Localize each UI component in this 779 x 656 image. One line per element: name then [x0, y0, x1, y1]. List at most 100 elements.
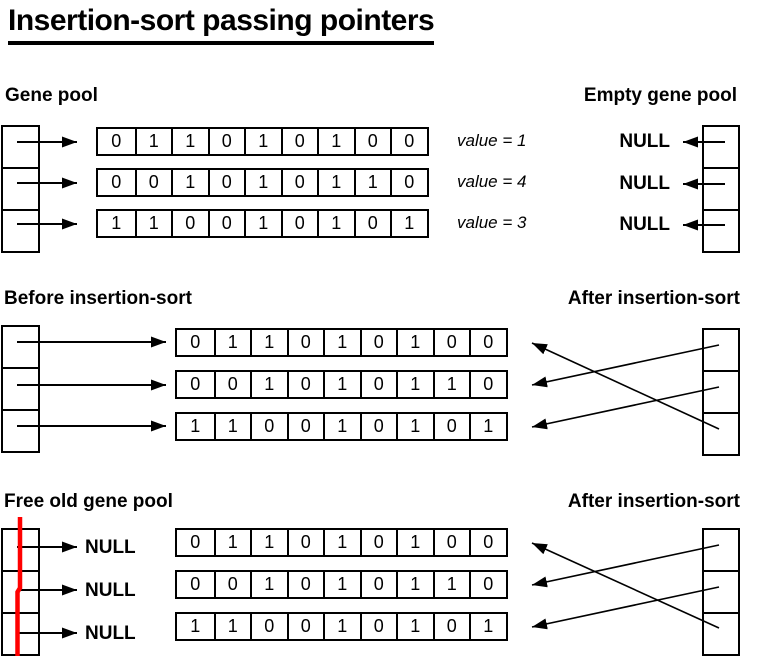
bit-cell: 0 — [207, 211, 245, 236]
null-label: NULL — [619, 173, 670, 194]
bit-cell: 1 — [469, 614, 506, 639]
bit-cell: 1 — [244, 211, 281, 236]
pointer-cell — [704, 570, 738, 612]
bit-cell: 1 — [250, 572, 287, 597]
bit-cell: 0 — [286, 330, 324, 355]
after-sort-bottom-cell3-to-gene-1 — [531, 542, 720, 629]
bit-cell: 0 — [286, 572, 324, 597]
bit-cell: 1 — [171, 170, 208, 195]
bit-cell: 1 — [396, 330, 433, 355]
empty-gene-pool-heading: Empty gene pool — [583, 85, 737, 106]
pointer-cell — [704, 209, 738, 251]
bit-cell: 0 — [250, 614, 287, 639]
pointer-cell — [3, 327, 38, 367]
bit-cell: 1 — [190, 416, 201, 436]
pointer-cell — [3, 167, 38, 209]
bit-cell: 1 — [432, 372, 470, 397]
bit-cell: 1 — [213, 330, 251, 355]
bit-cell: 0 — [359, 414, 397, 439]
bit-cell: 0 — [250, 414, 287, 439]
null-label: NULL — [85, 623, 136, 644]
bit-cell: 1 — [317, 211, 354, 236]
bit-cell: 1 — [250, 330, 287, 355]
page-title: Insertion-sort passing pointers — [8, 3, 435, 45]
freed-pointer-array — [1, 528, 40, 656]
value-label-3: value = 3 — [457, 213, 527, 232]
bit-cell: 1 — [469, 414, 506, 439]
bit-cell: 1 — [353, 170, 391, 195]
bit-cell: 1 — [111, 213, 122, 233]
null-label: NULL — [619, 214, 670, 235]
bit-cell: 0 — [280, 170, 318, 195]
bit-cell: 1 — [317, 129, 354, 154]
bit-cell: 1 — [213, 614, 251, 639]
after-sort-heading-top: After insertion-sort — [567, 288, 740, 309]
bit-cell: 0 — [390, 129, 427, 154]
bit-cell: 0 — [432, 530, 470, 555]
bit-cell: 1 — [250, 372, 287, 397]
after-sort-bottom-cell1-to-gene-2 — [531, 544, 720, 588]
gene-pool-heading: Gene pool — [5, 85, 98, 106]
bit-cell: 0 — [359, 614, 397, 639]
bit-cell: 1 — [213, 414, 251, 439]
bit-cell: 0 — [469, 372, 506, 397]
gene-pool-pointer-array — [1, 125, 40, 253]
empty-gene-pool-pointer-array — [702, 125, 740, 253]
bit-cell: 1 — [134, 211, 172, 236]
bit-cell: 0 — [111, 172, 122, 192]
bit-cell: 0 — [190, 532, 201, 552]
bit-cell: 1 — [396, 614, 433, 639]
after-sort-heading-bottom: After insertion-sort — [567, 491, 740, 512]
bit-cell: 0 — [469, 330, 506, 355]
bit-cell: 0 — [171, 211, 208, 236]
bit-cell: 0 — [190, 574, 201, 594]
bit-cell: 1 — [323, 614, 360, 639]
pointer-cell — [3, 367, 38, 409]
bit-cell: 0 — [280, 129, 318, 154]
pointer-cell — [3, 209, 38, 251]
bit-cell: 0 — [207, 170, 245, 195]
before-sort-heading: Before insertion-sort — [4, 288, 192, 309]
pointer-cell — [3, 530, 38, 570]
after-sort-bottom-cell2-to-gene-3 — [531, 586, 720, 630]
after-sort-top-cell1-to-gene-2 — [531, 344, 720, 388]
bit-cell: 0 — [432, 330, 470, 355]
bit-cell: 1 — [171, 129, 208, 154]
bit-cell: 0 — [359, 530, 397, 555]
bit-cell: 1 — [396, 414, 433, 439]
pointer-cell — [3, 409, 38, 451]
bit-cell: 0 — [432, 614, 470, 639]
null-label: NULL — [619, 131, 670, 152]
bit-cell: 1 — [396, 530, 433, 555]
bit-cell: 0 — [134, 170, 172, 195]
bit-cell: 0 — [469, 572, 506, 597]
bit-cell: 1 — [190, 616, 201, 636]
value-label-1: value = 1 — [457, 131, 527, 150]
pointer-cell — [3, 612, 38, 654]
bit-cell: 0 — [353, 129, 391, 154]
bit-cell: 1 — [317, 170, 354, 195]
bit-cell: 1 — [323, 330, 360, 355]
bit-cell: 0 — [286, 614, 324, 639]
after-sort-pointer-array-bottom — [702, 528, 740, 656]
bit-cell: 1 — [323, 414, 360, 439]
bit-cell: 1 — [396, 572, 433, 597]
bit-cell: 0 — [111, 131, 122, 151]
null-label: NULL — [85, 580, 136, 601]
bit-cell: 0 — [359, 372, 397, 397]
bit-cell: 1 — [432, 572, 470, 597]
bit-cell: 0 — [207, 129, 245, 154]
pointer-cell — [704, 167, 738, 209]
free-old-pool-heading: Free old gene pool — [4, 491, 173, 512]
pointer-cell — [704, 612, 738, 654]
pointer-cell — [704, 412, 738, 454]
